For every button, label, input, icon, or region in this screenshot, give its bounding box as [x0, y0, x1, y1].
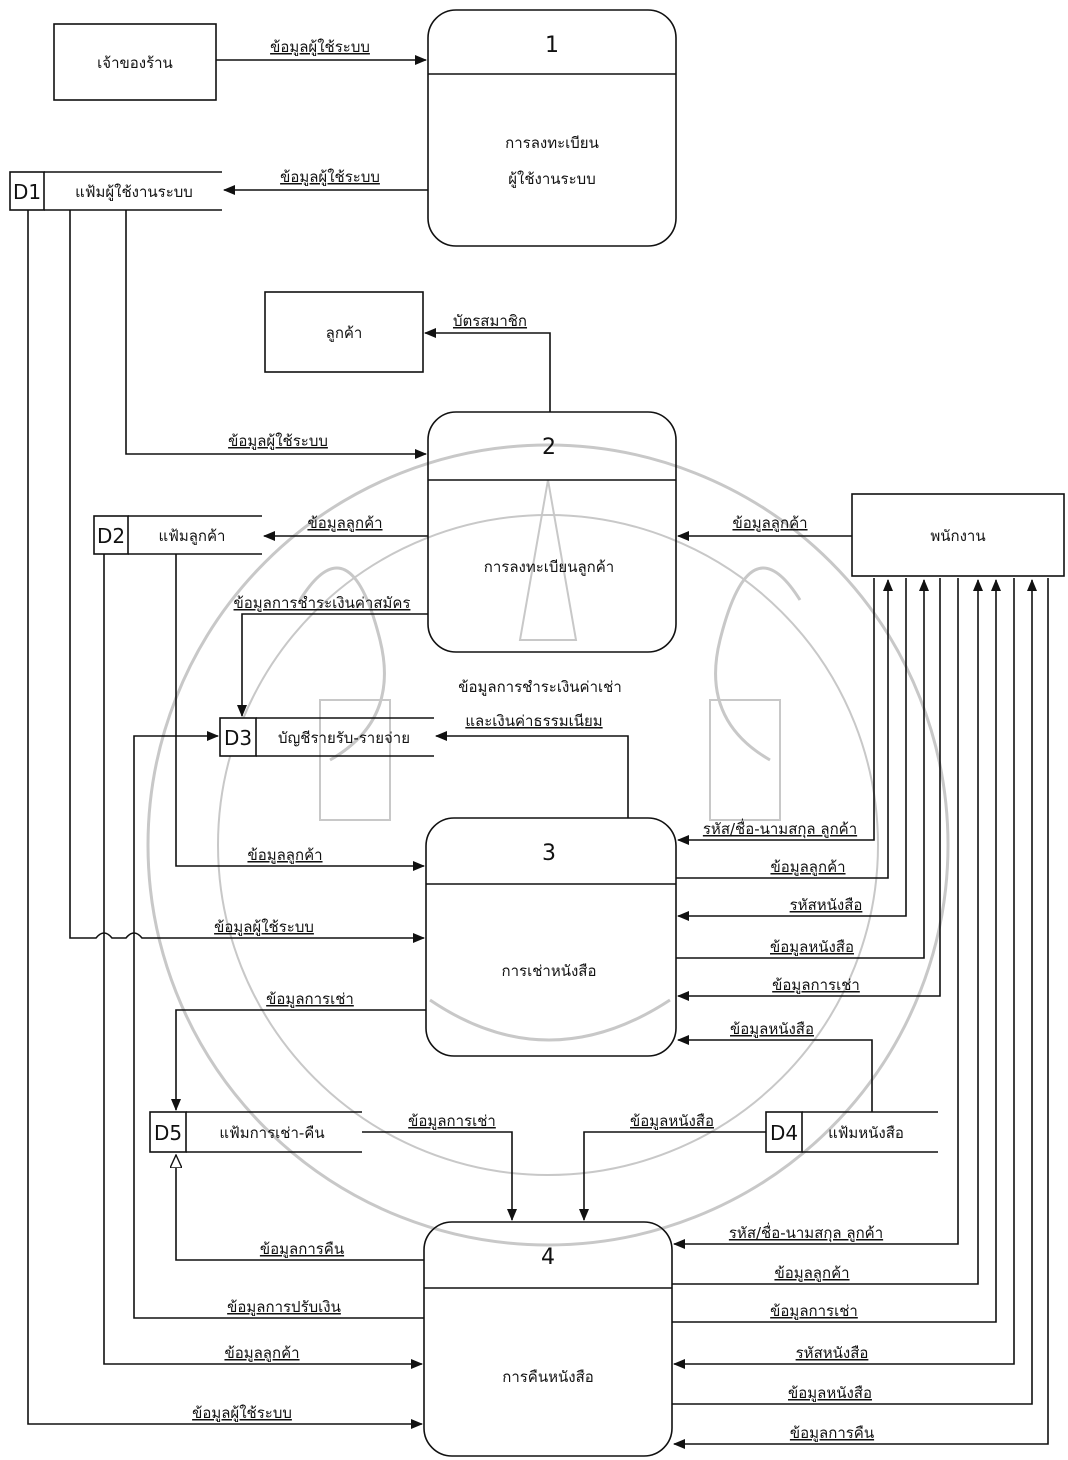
datastore-d5-id: D5 — [154, 1121, 182, 1145]
datastore-d3-id: D3 — [224, 726, 252, 750]
svg-text:บัตรสมาชิก: บัตรสมาชิก — [453, 312, 527, 330]
datastore-d3: D3 บัญชีรายรับ-รายจ่าย — [219, 717, 434, 757]
svg-text:ข้อมูลผู้ใช้ระบบ: ข้อมูลผู้ใช้ระบบ — [270, 38, 370, 56]
flow-d1-to-p4: ข้อมูลผู้ใช้ระบบ — [27, 210, 423, 1429]
flow-staff-to-p3-book-id: รหัสหนังสือ — [677, 578, 907, 921]
svg-text:ข้อมูลการเช่า: ข้อมูลการเช่า — [770, 1302, 858, 1320]
svg-text:ข้อมูลผู้ใช้ระบบ: ข้อมูลผู้ใช้ระบบ — [214, 918, 314, 936]
svg-text:ข้อมูลหนังสือ: ข้อมูลหนังสือ — [788, 1384, 872, 1402]
datastore-d2-name: แฟ้มลูกค้า — [159, 527, 226, 545]
process-1-name-line1: การลงทะเบียน — [505, 134, 599, 152]
svg-text:ข้อมูลผู้ใช้ระบบ: ข้อมูลผู้ใช้ระบบ — [192, 1404, 292, 1422]
flow-p3-to-staff-customer: ข้อมูลลูกค้า — [676, 579, 893, 879]
flow-p1-to-d1: ข้อมูลผู้ใช้ระบบ — [223, 168, 428, 195]
process-1-name-line2: ผู้ใช้งานระบบ — [508, 170, 595, 188]
svg-text:ข้อมูลผู้ใช้ระบบ: ข้อมูลผู้ใช้ระบบ — [228, 432, 328, 450]
entity-customer: ลูกค้า — [264, 291, 424, 373]
flow-d1-to-p3: ข้อมูลผู้ใช้ระบบ — [69, 210, 425, 943]
process-2-number: 2 — [542, 435, 556, 460]
svg-text:ข้อมูลลูกค้า: ข้อมูลลูกค้า — [224, 1344, 299, 1362]
flow-p4-to-d3: ข้อมูลการปรับเงิน — [133, 731, 424, 1319]
entity-staff: พนักงาน — [851, 493, 1065, 577]
flow-p4-to-staff-rental: ข้อมูลการเช่า — [672, 579, 1001, 1323]
svg-text:ข้อมูลหนังสือ: ข้อมูลหนังสือ — [730, 1020, 814, 1038]
datastore-d5: D5 แฟ้มการเช่า-คืน — [149, 1111, 362, 1153]
flow-d4-to-p4: ข้อมูลหนังสือ — [579, 1112, 766, 1221]
svg-text:ข้อมูลการชำระเงินค่าสมัคร: ข้อมูลการชำระเงินค่าสมัคร — [234, 594, 411, 612]
svg-text:รหัส/ชื่อ-นามสกุล ลูกค้า: รหัส/ชื่อ-นามสกุล ลูกค้า — [729, 1222, 883, 1243]
process-4-name: การคืนหนังสือ — [502, 1368, 593, 1386]
flow-staff-to-p3-customer-id: รหัส/ชื่อ-นามสกุล ลูกค้า — [677, 578, 875, 845]
datastore-d2: D2 แฟ้มลูกค้า — [93, 515, 262, 555]
flow-staff-to-p3-rental: ข้อมูลการเช่า — [677, 578, 941, 1001]
datastore-d1-id: D1 — [13, 180, 41, 204]
flow-staff-to-p4-customer-id: รหัส/ชื่อ-นามสกุล ลูกค้า — [673, 578, 959, 1249]
flow-staff-to-p4-book-id: รหัสหนังสือ — [673, 578, 1015, 1369]
svg-text:ข้อมูลการชำระเงินค่าเช่า: ข้อมูลการชำระเงินค่าเช่า — [458, 678, 622, 696]
datastore-d1: D1 แฟ้มผู้ใช้งานระบบ — [9, 171, 222, 211]
flow-p2-to-d2: ข้อมูลลูกค้า — [263, 514, 428, 541]
university-seal-watermark — [146, 443, 950, 1247]
svg-text:ข้อมูลลูกค้า: ข้อมูลลูกค้า — [774, 1264, 849, 1282]
flow-p4-to-d5: ข้อมูลการคืน — [176, 1155, 424, 1261]
svg-text:และเงินค่าธรรมเนียม: และเงินค่าธรรมเนียม — [465, 712, 602, 730]
process-3-name: การเช่าหนังสือ — [502, 962, 597, 980]
flow-d1-to-p2: ข้อมูลผู้ใช้ระบบ — [125, 210, 427, 459]
svg-text:ข้อมูลการคืน: ข้อมูลการคืน — [260, 1240, 344, 1258]
entity-owner-label: เจ้าของร้าน — [97, 54, 173, 72]
flow-p2-to-customer: บัตรสมาชิก — [424, 312, 551, 412]
process-1-number: 1 — [545, 33, 559, 58]
flow-p3-to-d5: ข้อมูลการเช่า — [171, 990, 426, 1111]
process-1: 1 การลงทะเบียน ผู้ใช้งานระบบ — [427, 9, 677, 247]
flow-p2-to-d3: ข้อมูลการชำระเงินค่าสมัคร — [234, 594, 428, 717]
svg-text:ข้อมูลหนังสือ: ข้อมูลหนังสือ — [630, 1112, 714, 1130]
svg-text:ข้อมูลลูกค้า: ข้อมูลลูกค้า — [307, 514, 382, 532]
svg-text:รหัส/ชื่อ-นามสกุล ลูกค้า: รหัส/ชื่อ-นามสกุล ลูกค้า — [703, 818, 857, 839]
process-3: 3 การเช่าหนังสือ — [425, 817, 677, 1057]
svg-text:ข้อมูลผู้ใช้ระบบ: ข้อมูลผู้ใช้ระบบ — [280, 168, 380, 186]
process-2-name: การลงทะเบียนลูกค้า — [484, 558, 614, 576]
svg-text:รหัสหนังสือ: รหัสหนังสือ — [790, 896, 863, 914]
svg-text:ข้อมูลการเช่า: ข้อมูลการเช่า — [266, 990, 354, 1008]
datastore-d4-id: D4 — [770, 1121, 798, 1145]
flow-owner-to-p1: ข้อมูลผู้ใช้ระบบ — [216, 38, 427, 65]
process-3-number: 3 — [542, 841, 556, 866]
svg-text:ข้อมูลการปรับเงิน: ข้อมูลการปรับเงิน — [227, 1298, 341, 1316]
flow-d2-to-p3: ข้อมูลลูกค้า — [175, 554, 425, 871]
svg-text:ข้อมูลการคืน: ข้อมูลการคืน — [790, 1424, 874, 1442]
entity-staff-label: พนักงาน — [930, 527, 985, 545]
process-2: 2 การลงทะเบียนลูกค้า — [427, 411, 677, 653]
entity-customer-label: ลูกค้า — [326, 324, 363, 342]
flow-p3-to-staff-book: ข้อมูลหนังสือ — [676, 579, 929, 959]
datastore-d3-name: บัญชีรายรับ-รายจ่าย — [278, 729, 410, 747]
datastore-d5-name: แฟ้มการเช่า-คืน — [219, 1124, 324, 1142]
svg-text:ข้อมูลการเช่า: ข้อมูลการเช่า — [408, 1112, 496, 1130]
flow-d4-to-p3: ข้อมูลหนังสือ — [677, 1020, 873, 1112]
flow-staff-to-p4-return: ข้อมูลการคืน — [673, 578, 1049, 1449]
flow-p4-to-staff-book: ข้อมูลหนังสือ — [672, 579, 1037, 1405]
svg-text:ข้อมูลลูกค้า: ข้อมูลลูกค้า — [732, 514, 807, 532]
svg-text:ข้อมูลการเช่า: ข้อมูลการเช่า — [772, 976, 860, 994]
flow-p4-to-staff-customer: ข้อมูลลูกค้า — [672, 579, 983, 1285]
flow-p3-to-d3: ข้อมูลการชำระเงินค่าเช่า และเงินค่าธรรมเ… — [435, 678, 629, 818]
process-4: 4 การคืนหนังสือ — [423, 1221, 673, 1457]
process-4-number: 4 — [541, 1245, 555, 1270]
flow-d5-to-p4: ข้อมูลการเช่า — [362, 1112, 517, 1221]
datastore-d4: D4 แฟ้มหนังสือ — [765, 1111, 938, 1153]
datastore-d4-name: แฟ้มหนังสือ — [828, 1124, 904, 1142]
flow-staff-to-p2: ข้อมูลลูกค้า — [677, 514, 852, 541]
datastore-d2-id: D2 — [97, 524, 125, 548]
svg-text:ข้อมูลลูกค้า: ข้อมูลลูกค้า — [770, 858, 845, 876]
svg-text:รหัสหนังสือ: รหัสหนังสือ — [796, 1344, 869, 1362]
svg-text:ข้อมูลหนังสือ: ข้อมูลหนังสือ — [770, 938, 854, 956]
flow-d2-to-p4: ข้อมูลลูกค้า — [103, 554, 423, 1369]
datastore-d1-name: แฟ้มผู้ใช้งานระบบ — [75, 183, 193, 201]
svg-text:ข้อมูลลูกค้า: ข้อมูลลูกค้า — [247, 846, 322, 864]
entity-owner: เจ้าของร้าน — [53, 23, 217, 101]
